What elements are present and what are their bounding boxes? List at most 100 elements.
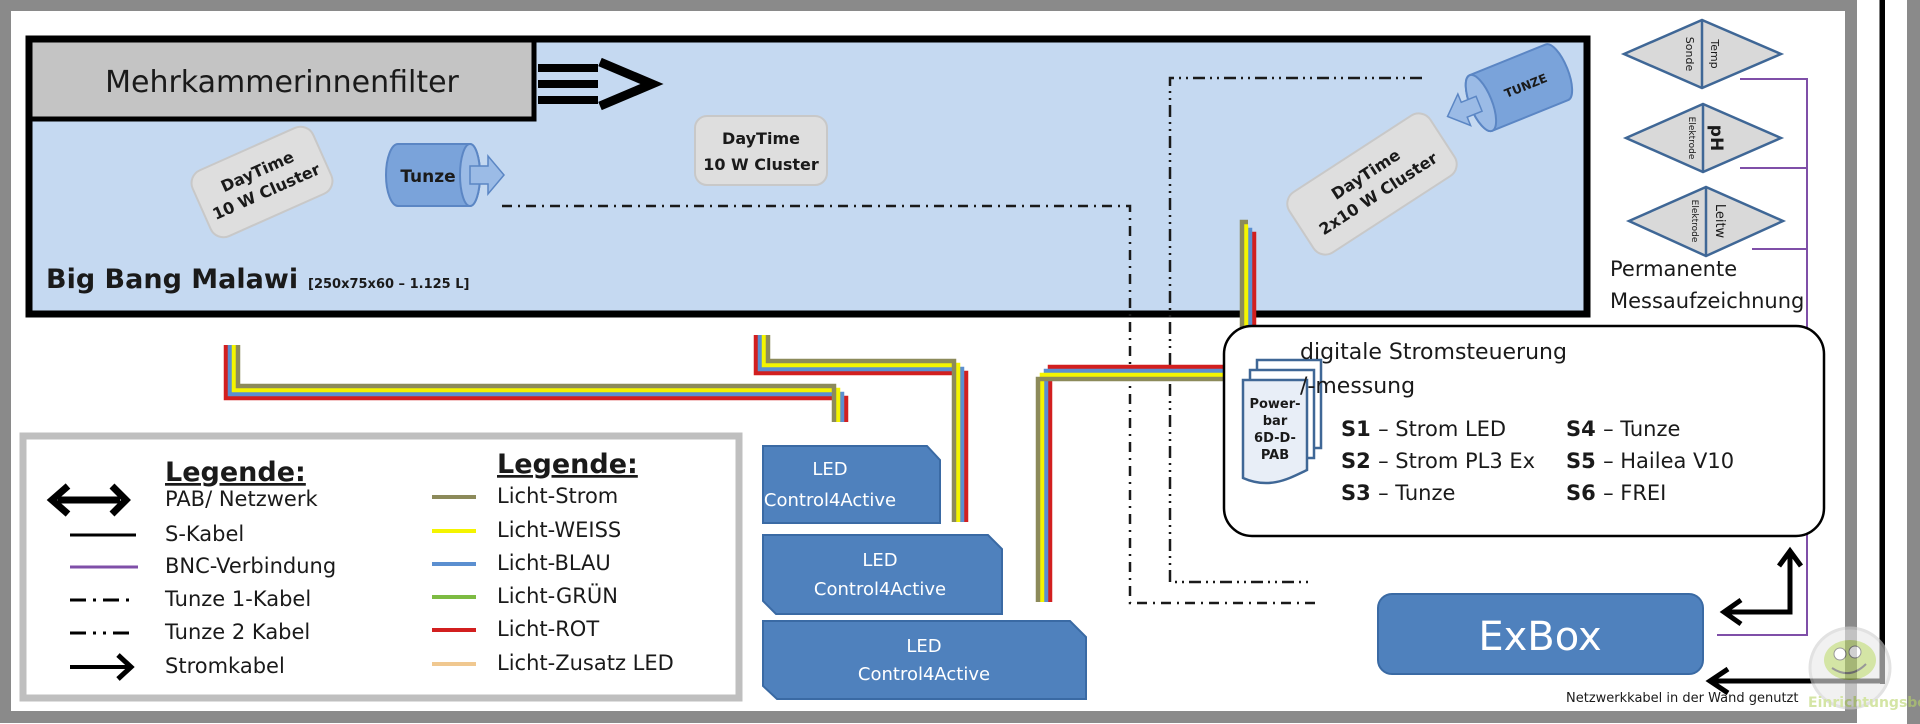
filter-outflow-arrow-icon xyxy=(538,57,664,111)
legend-item: Licht-Zusatz LED xyxy=(432,651,674,675)
filter-label: Mehrkammerinnenfilter xyxy=(105,65,459,100)
power-control-box[interactable] xyxy=(1222,324,1826,538)
legend-item: Tunze 2 Kabel xyxy=(70,620,310,644)
pump-tunze-2[interactable]: TUNZE xyxy=(1436,40,1578,144)
svg-text:DayTime: DayTime xyxy=(722,129,800,148)
svg-text:LED: LED xyxy=(812,459,847,480)
exbox[interactable]: ExBox xyxy=(1377,593,1704,675)
cable-strand xyxy=(231,345,841,422)
socket-label: – FREI xyxy=(1603,481,1666,505)
legend-label: Licht-WEISS xyxy=(497,518,621,542)
svg-text:Sonde: Sonde xyxy=(1683,37,1696,72)
legend-item: Licht-ROT xyxy=(432,617,599,641)
legend-item: Licht-Strom xyxy=(432,484,618,508)
socket-label: – Hailea V10 xyxy=(1603,449,1734,473)
legend-label: Licht-ROT xyxy=(497,617,599,641)
tank-dimensions: [250x75x60 – 1.125 L] xyxy=(308,277,469,292)
socket-id: S1 xyxy=(1341,417,1378,441)
svg-text:LED: LED xyxy=(906,636,941,657)
legend-left: Legende: PAB/ NetzwerkS-KabelBNC-Verbind… xyxy=(46,457,336,681)
svg-text:6D-D-: 6D-D- xyxy=(1254,431,1296,446)
legend-label: Licht-BLAU xyxy=(497,551,611,575)
socket-id: S4 xyxy=(1566,417,1603,441)
tank-name: Big Bang Malawi xyxy=(46,264,298,295)
svg-text:ExBox: ExBox xyxy=(1478,614,1601,660)
legend-item: Licht-GRÜN xyxy=(432,583,618,608)
socket-id: S3 xyxy=(1341,481,1378,505)
legend-label: Tunze 2 Kabel xyxy=(164,620,310,644)
probe-caption-line1: Permanente xyxy=(1610,257,1737,281)
legend-label: BNC-Verbindung xyxy=(165,554,336,578)
svg-text:Elektrode: Elektrode xyxy=(1686,117,1696,160)
svg-text:pH: pH xyxy=(1706,125,1726,151)
tunze-1-cable xyxy=(502,204,1318,605)
socket-s3: S3 – Tunze xyxy=(1341,481,1455,505)
legend-left-title: Legende: xyxy=(165,457,306,488)
internal-filter[interactable]: Mehrkammerinnenfilter xyxy=(27,37,537,122)
svg-text:PAB: PAB xyxy=(1261,448,1289,463)
legend-label: Licht-GRÜN xyxy=(497,583,618,608)
legend-label: Stromkabel xyxy=(165,654,285,678)
cable-strand xyxy=(227,345,845,422)
powerbar-device-icon: Power- bar 6D-D- PAB xyxy=(1241,358,1323,485)
legend-box xyxy=(19,432,743,702)
svg-text:Tunze: Tunze xyxy=(400,167,455,187)
light-daytime-2[interactable]: DayTime 10 W Cluster xyxy=(694,115,828,186)
legend-right-title: Legende: xyxy=(497,449,638,480)
socket-label: – Tunze xyxy=(1378,481,1455,505)
legend-item: Licht-BLAU xyxy=(432,551,611,575)
power-control-title-1: digitale Stromsteuerung xyxy=(1300,340,1567,365)
cable-strand xyxy=(765,335,957,522)
svg-text:Control4Active: Control4Active xyxy=(764,490,896,511)
svg-text:10 W Cluster: 10 W Cluster xyxy=(703,155,819,174)
double-arrow-icon xyxy=(46,483,131,517)
socket-id: S2 xyxy=(1341,449,1378,473)
probe-ph[interactable]: Elektrode pH xyxy=(1622,102,1785,174)
led-controller-3[interactable]: LED Control4Active xyxy=(762,620,1087,700)
legend-label: Tunze 1-Kabel xyxy=(164,587,311,611)
socket-label: – Tunze xyxy=(1603,417,1680,441)
svg-text:Power-: Power- xyxy=(1249,397,1300,412)
legend-item: Stromkabel xyxy=(70,653,285,681)
watermark-text: Einrichtungsbeispiele xyxy=(1808,695,1920,711)
light-cable-bundle-1 xyxy=(223,345,849,422)
socket-s4: S4 – Tunze xyxy=(1566,417,1680,441)
socket-s2: S2 – Strom PL3 Ex xyxy=(1341,449,1535,473)
legend-item: Licht-WEISS xyxy=(432,518,621,542)
socket-id: S5 xyxy=(1566,449,1603,473)
probe-caption-line2: Messaufzeichnung xyxy=(1610,289,1804,313)
socket-s6: S6 – FREI xyxy=(1566,481,1666,505)
cable-strand xyxy=(753,335,969,522)
legend-label: PAB/ Netzwerk xyxy=(165,487,318,511)
socket-label: – Strom PL3 Ex xyxy=(1378,449,1535,473)
led-controller-1[interactable]: LED Control4Active xyxy=(762,445,941,524)
socket-s5: S5 – Hailea V10 xyxy=(1566,449,1734,473)
socket-s1: S1 – Strom LED xyxy=(1341,417,1506,441)
svg-text:Elektrode: Elektrode xyxy=(1689,200,1699,243)
svg-text:Control4Active: Control4Active xyxy=(814,579,946,600)
cable-strand xyxy=(235,345,837,422)
cable-strand xyxy=(757,335,965,522)
socket-id: S6 xyxy=(1566,481,1603,505)
cable-strand xyxy=(223,345,849,422)
svg-text:Temp: Temp xyxy=(1708,38,1721,68)
probe-conductivity[interactable]: Elektrode Leitw xyxy=(1625,185,1787,258)
legend-label: Licht-Zusatz LED xyxy=(497,651,674,675)
svg-text:Control4Active: Control4Active xyxy=(858,664,990,685)
legend-label: Licht-Strom xyxy=(497,484,618,508)
legend-item: PAB/ Netzwerk xyxy=(46,483,318,517)
wall-cable-note: Netzwerkkabel in der Wand genutzt xyxy=(1566,691,1798,706)
arrow-icon xyxy=(70,653,135,681)
pab-network-arrow-icon xyxy=(1719,546,1804,627)
svg-text:Leitw: Leitw xyxy=(1712,204,1727,239)
led-controller-2[interactable]: LED Control4Active xyxy=(762,534,1003,615)
svg-text:LED: LED xyxy=(862,550,897,571)
power-control-title-2: /-messung xyxy=(1300,374,1415,399)
legend-item: BNC-Verbindung xyxy=(70,554,336,578)
probe-temperature[interactable]: Sonde Temp xyxy=(1620,18,1785,90)
socket-label: – Strom LED xyxy=(1378,417,1506,441)
pump-tunze-1[interactable]: Tunze xyxy=(385,143,505,207)
light-daytime-1[interactable]: DayTime 10 W Cluster xyxy=(187,122,337,241)
